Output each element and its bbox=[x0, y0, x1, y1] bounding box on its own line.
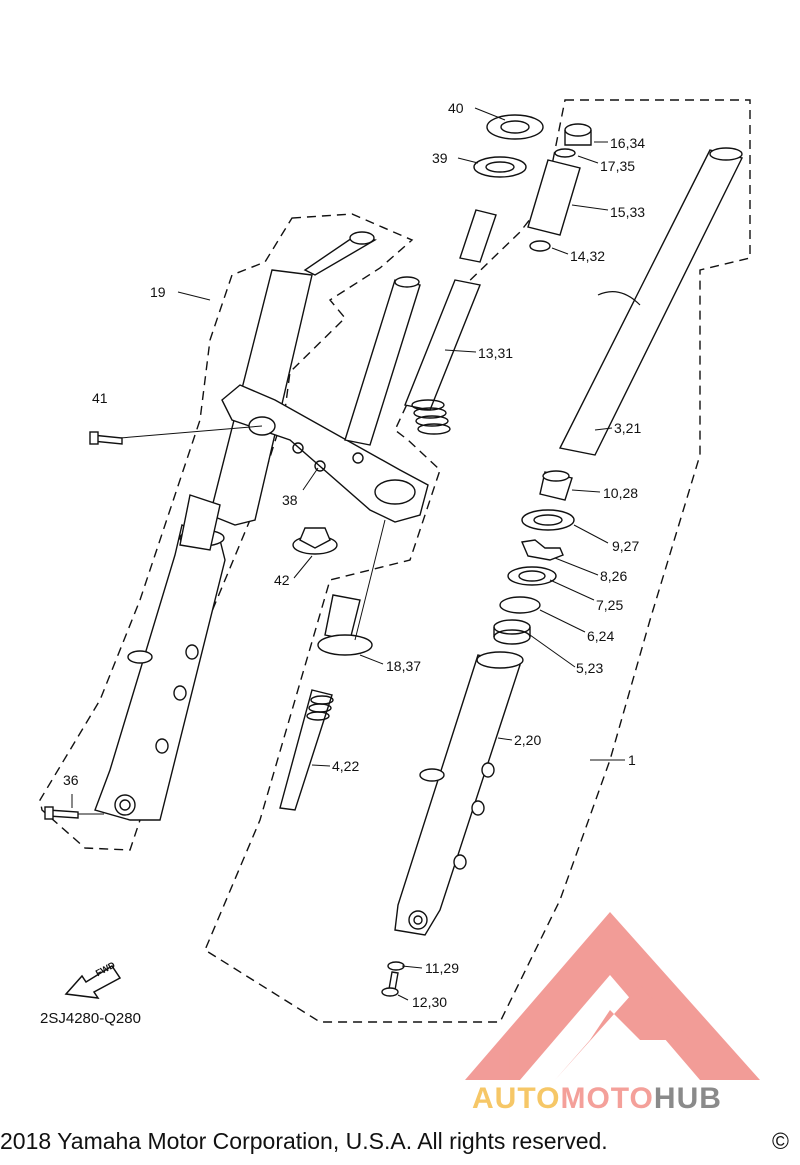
callout-38: 38 bbox=[282, 492, 298, 508]
watermark-logo bbox=[465, 912, 760, 1080]
damper-holder-18 bbox=[317, 594, 373, 656]
oil-seal-9 bbox=[521, 509, 575, 531]
callout-39: 39 bbox=[432, 150, 448, 166]
callout-12-30: 12,30 bbox=[412, 994, 448, 1010]
callout-1: 1 bbox=[628, 752, 636, 768]
assembly-1-outline bbox=[204, 99, 751, 1023]
washer-11 bbox=[387, 961, 405, 971]
callout-41: 41 bbox=[92, 390, 108, 406]
copyright-symbol: © bbox=[772, 1128, 789, 1154]
callout-3-21: 3,21 bbox=[614, 420, 642, 436]
bolt-12 bbox=[381, 971, 399, 997]
callout-18-37: 18,37 bbox=[386, 658, 422, 674]
bearing-race-39 bbox=[473, 156, 527, 178]
leader-lines bbox=[71, 107, 625, 1001]
nut-42 bbox=[292, 527, 338, 555]
callout-17-35: 17,35 bbox=[600, 158, 636, 174]
watermark-hub: HUB bbox=[653, 1082, 722, 1115]
triple-clamp bbox=[221, 384, 429, 523]
damper-rod-13 bbox=[404, 279, 481, 411]
spring-coils bbox=[411, 399, 451, 435]
assembly-19-outline bbox=[39, 213, 414, 851]
bolt-41 bbox=[89, 431, 123, 445]
steering-bearing-40 bbox=[486, 114, 544, 140]
callout-11-29: 11,29 bbox=[425, 960, 459, 976]
callout-8-26: 8,26 bbox=[600, 568, 628, 584]
callout-4-22: 4,22 bbox=[332, 758, 360, 774]
callout-36: 36 bbox=[63, 772, 79, 788]
clip-8 bbox=[521, 539, 564, 561]
callout-6-24: 6,24 bbox=[587, 628, 615, 644]
slide-bushing-10 bbox=[539, 470, 573, 501]
damper-rod-4 bbox=[279, 689, 334, 811]
left-fork-inner-tube bbox=[179, 231, 377, 551]
callout-7-25: 7,25 bbox=[596, 597, 624, 613]
callout-42: 42 bbox=[274, 572, 290, 588]
fwd-arrow-icon bbox=[64, 964, 122, 999]
watermark-moto: MOTO bbox=[560, 1082, 654, 1115]
callout-40: 40 bbox=[448, 100, 464, 116]
left-fork-outer-tube bbox=[94, 524, 226, 821]
callout-16-34: 16,34 bbox=[610, 135, 646, 151]
callout-10-28: 10,28 bbox=[603, 485, 639, 501]
right-outer-tube bbox=[394, 651, 524, 936]
washer-14 bbox=[529, 240, 551, 252]
spacer-15 bbox=[527, 159, 581, 236]
watermark-auto: AUTO bbox=[472, 1082, 561, 1115]
copyright-notice: 2018 Yamaha Motor Corporation, U.S.A. Al… bbox=[0, 1128, 608, 1154]
callout-14-32: 14,32 bbox=[570, 248, 606, 264]
steering-stem bbox=[459, 209, 497, 263]
callout-9-27: 9,27 bbox=[612, 538, 640, 554]
dust-seal-7 bbox=[507, 566, 557, 586]
oring-17 bbox=[554, 148, 576, 158]
diagram-part-code: 2SJ4280-Q280 bbox=[40, 1010, 141, 1027]
bolt-36 bbox=[44, 806, 79, 820]
callout-5-23: 5,23 bbox=[576, 660, 604, 676]
watermark-wordmark: AUTOMOTOHUB bbox=[472, 1082, 722, 1116]
inner-tube-3 bbox=[558, 149, 744, 456]
washer-6 bbox=[499, 596, 541, 614]
callout-13-31: 13,31 bbox=[478, 345, 514, 361]
callout-15-33: 15,33 bbox=[610, 204, 646, 220]
callout-19: 19 bbox=[150, 284, 166, 300]
bushing-5 bbox=[493, 619, 531, 645]
left-assembly-right-inner-tube bbox=[344, 279, 421, 446]
cap-bolt-16 bbox=[564, 123, 592, 146]
callout-2-20: 2,20 bbox=[514, 732, 542, 748]
